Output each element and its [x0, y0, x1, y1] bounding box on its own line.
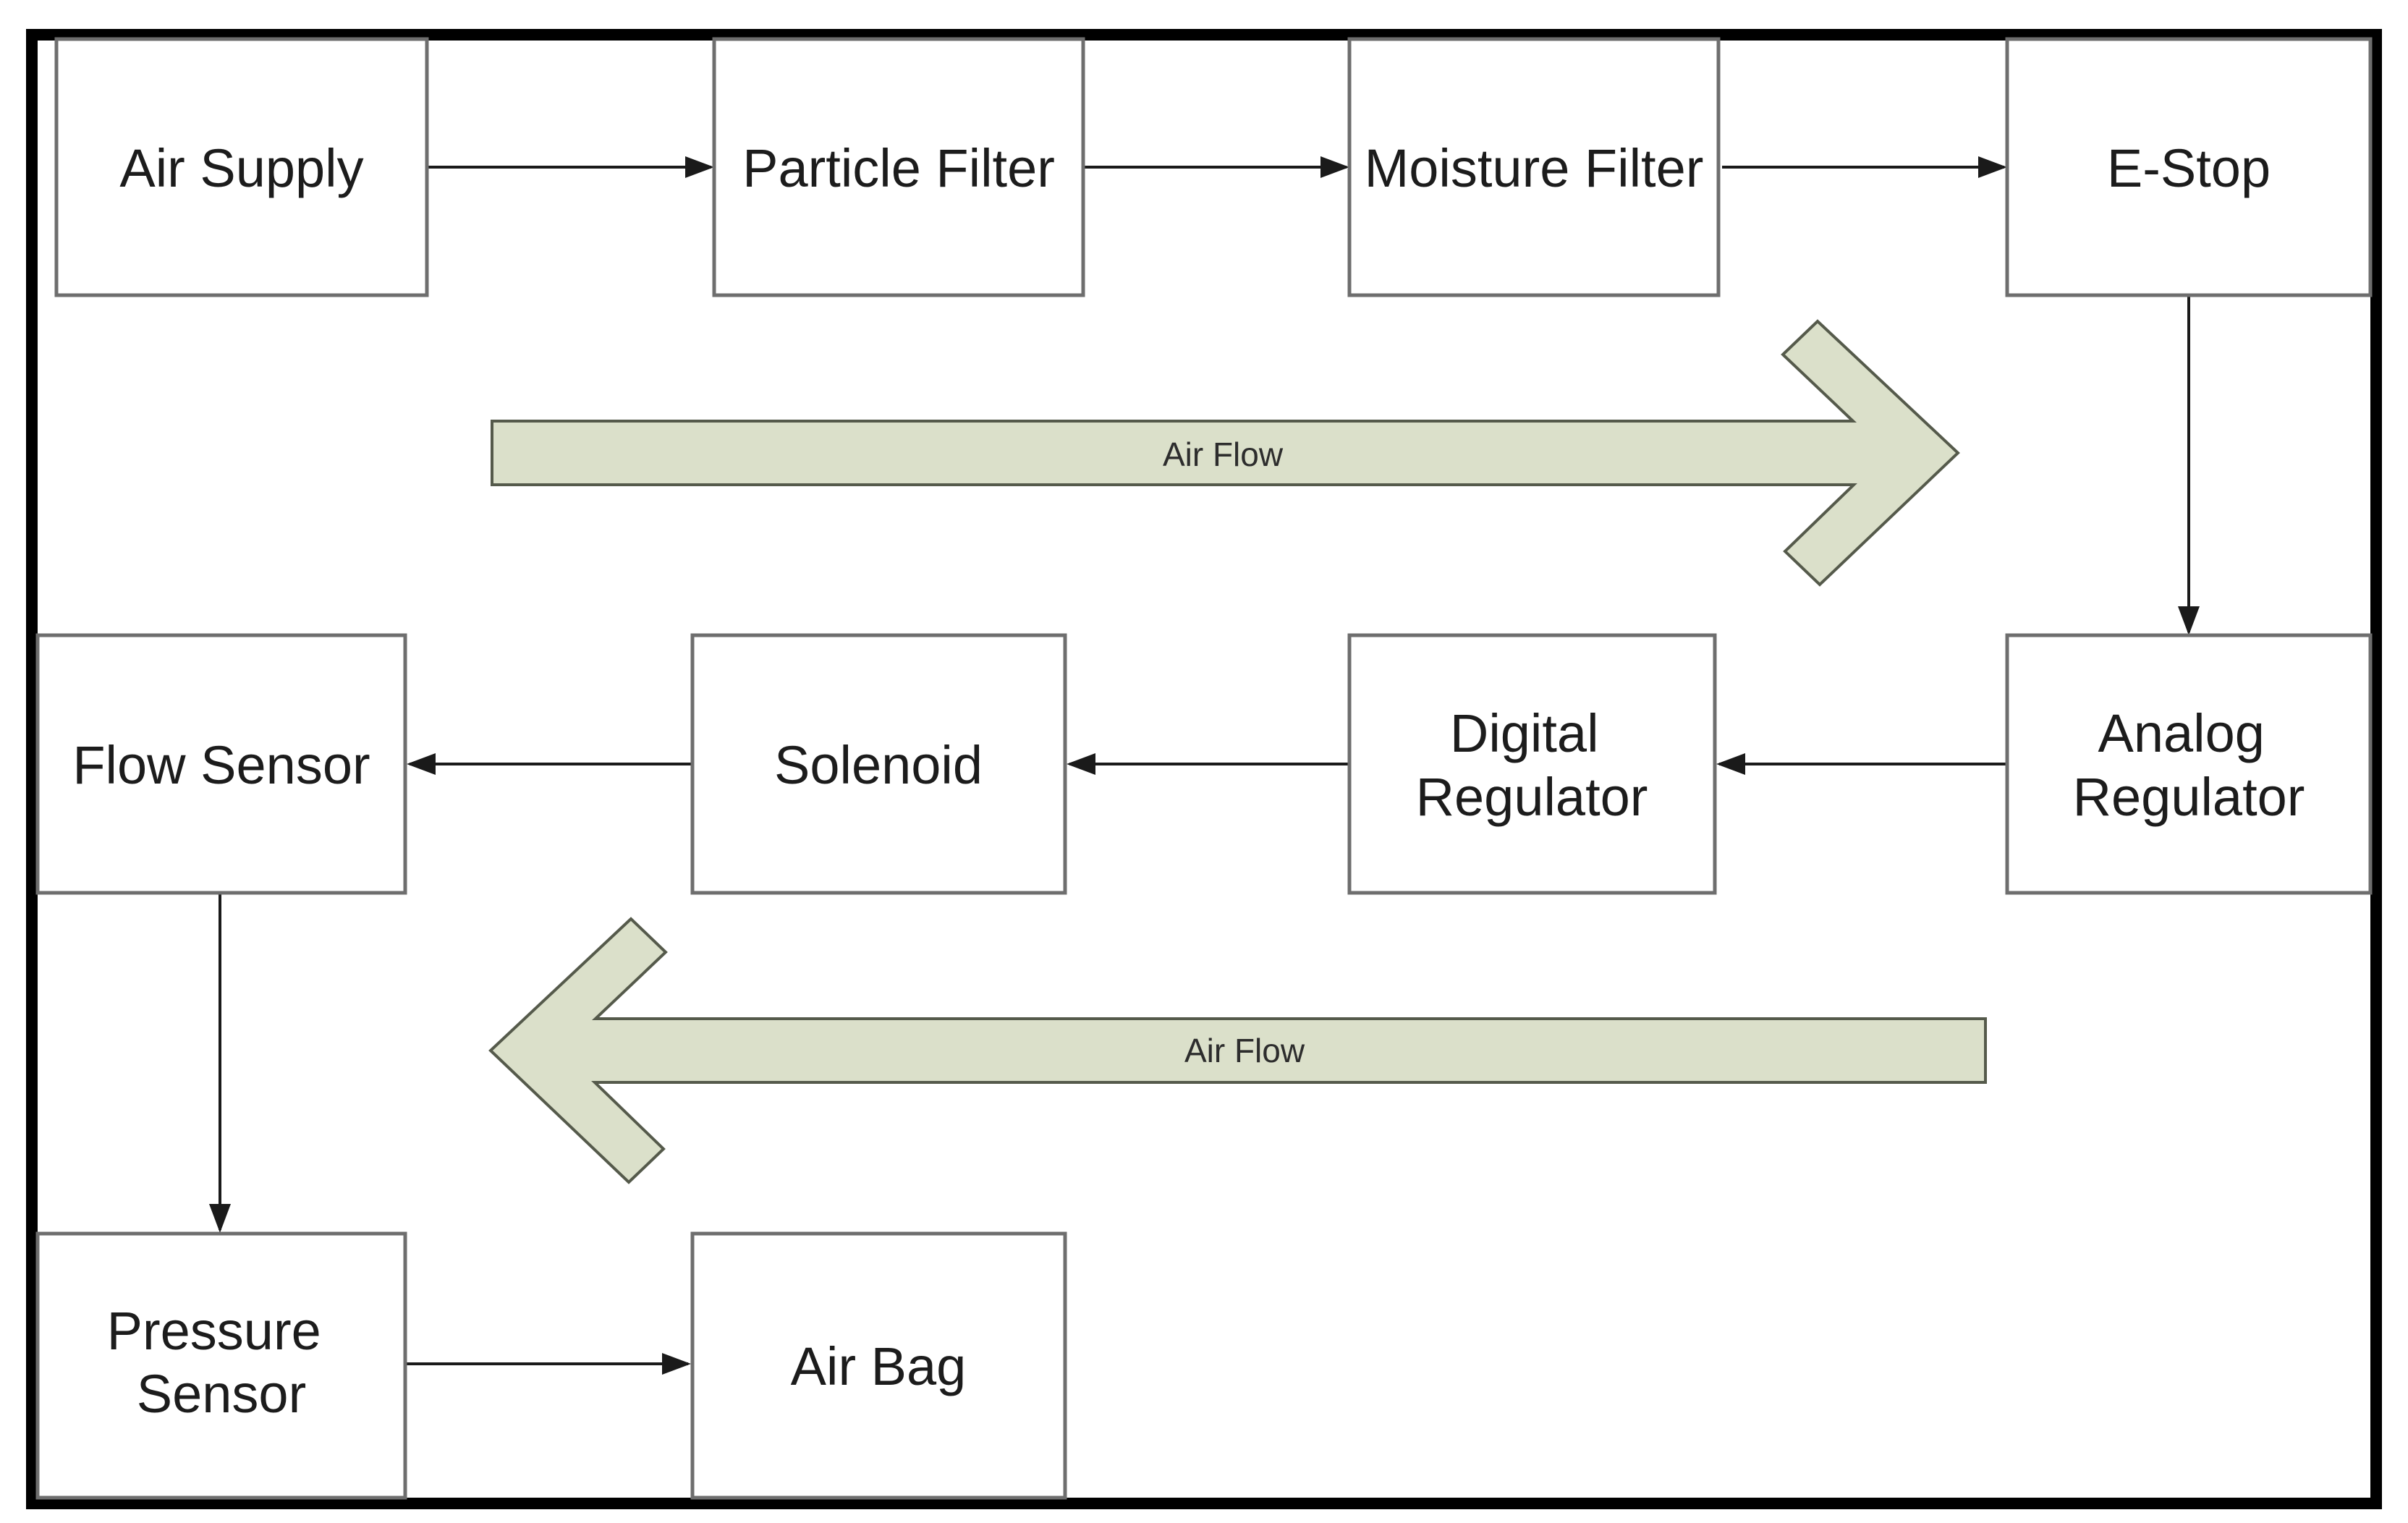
- node-particle-filter: Particle Filter: [712, 37, 1085, 297]
- node-analog-regulator-label-line1: Analog: [2098, 703, 2265, 763]
- node-moisture-filter-box: [1347, 37, 1721, 297]
- air-flow-label-top: Air Flow: [1163, 436, 1284, 473]
- node-particle-filter-box: [712, 37, 1085, 297]
- node-solenoid-label: Solenoid: [774, 735, 983, 795]
- node-pressure-sensor-label-line2: Sensor: [137, 1364, 306, 1424]
- node-flow-sensor-label: Flow Sensor: [72, 735, 370, 795]
- node-analog-regulator-label: Analog Regulator: [2073, 703, 2305, 827]
- node-digital-regulator: Digital Regulator: [1347, 633, 1717, 895]
- node-air-supply: Air Supply: [54, 37, 429, 297]
- node-analog-regulator-label-line2: Regulator: [2073, 767, 2305, 827]
- node-air-bag-box: [690, 1231, 1067, 1500]
- air-flow-arrow-left-shape: [488, 917, 1987, 1184]
- node-e-stop-box: [2005, 37, 2373, 297]
- node-moisture-filter-label: Moisture Filter: [1365, 138, 1704, 198]
- node-flow-sensor: Flow Sensor: [35, 633, 407, 895]
- node-solenoid-box: [690, 633, 1067, 895]
- air-flow-arrow-right-shape: [491, 319, 1960, 587]
- node-flow-sensor-box: [35, 633, 407, 895]
- node-pressure-sensor: Pressure Sensor: [35, 1231, 407, 1500]
- node-air-supply-label: Air Supply: [119, 138, 363, 198]
- air-flow-arrow-left: Air Flow: [488, 917, 1987, 1184]
- node-air-supply-box: [54, 37, 429, 297]
- node-air-bag: Air Bag: [690, 1231, 1067, 1500]
- node-solenoid: Solenoid: [690, 633, 1067, 895]
- node-e-stop: E-Stop: [2005, 37, 2373, 297]
- node-digital-regulator-label-line2: Regulator: [1416, 767, 1648, 827]
- node-e-stop-label: E-Stop: [2107, 138, 2271, 198]
- node-digital-regulator-label: Digital Regulator: [1416, 703, 1648, 827]
- node-pressure-sensor-box: [35, 1231, 407, 1500]
- node-moisture-filter: Moisture Filter: [1347, 37, 1721, 297]
- air-flow-label-bottom: Air Flow: [1184, 1032, 1305, 1069]
- node-pressure-sensor-label: Pressure Sensor: [107, 1301, 336, 1424]
- air-flow-arrow-right: Air Flow: [491, 319, 1960, 587]
- outer-frame: [26, 29, 2382, 1509]
- node-analog-regulator-box: [2005, 633, 2373, 895]
- node-particle-filter-label: Particle Filter: [742, 138, 1055, 198]
- node-air-bag-label: Air Bag: [791, 1336, 967, 1396]
- node-pressure-sensor-label-line1: Pressure: [107, 1301, 321, 1361]
- node-digital-regulator-label-line1: Digital: [1450, 703, 1599, 763]
- node-analog-regulator: Analog Regulator: [2005, 633, 2373, 895]
- node-digital-regulator-box: [1347, 633, 1717, 895]
